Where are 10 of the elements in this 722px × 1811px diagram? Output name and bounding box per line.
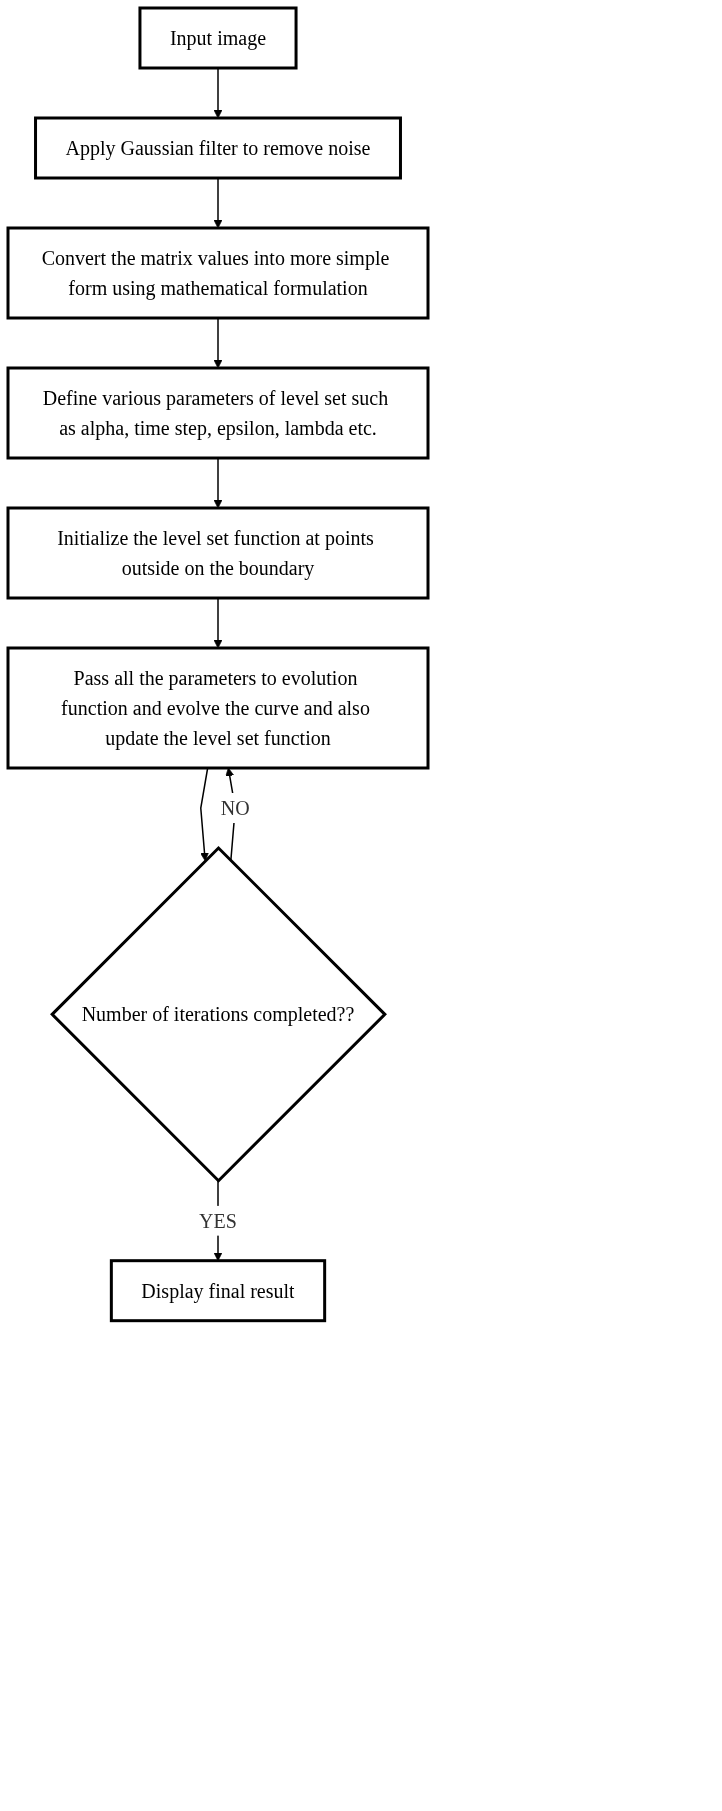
node-box: Apply Gaussian filter to remove noise [34,116,402,180]
node-box: Convert the matrix values into more simple form using mathematical formulation [6,226,430,320]
node-box: Define various parameters of level set such as alpha, time step, epsilon, lambda etc. [6,366,430,460]
edge-label: NO [220,797,250,819]
node-box: Initialize the level set function at points outside on the boundary [6,506,430,600]
node-box: Pass all the parameters to evolution function and evolve the curve and also update the level set function [6,646,430,770]
edge-label: YES [199,1209,237,1232]
node-diamond: Number of iterations completed?? [50,845,387,1183]
node-box: Input image [138,6,298,70]
node-box: Display final result [109,1259,327,1323]
